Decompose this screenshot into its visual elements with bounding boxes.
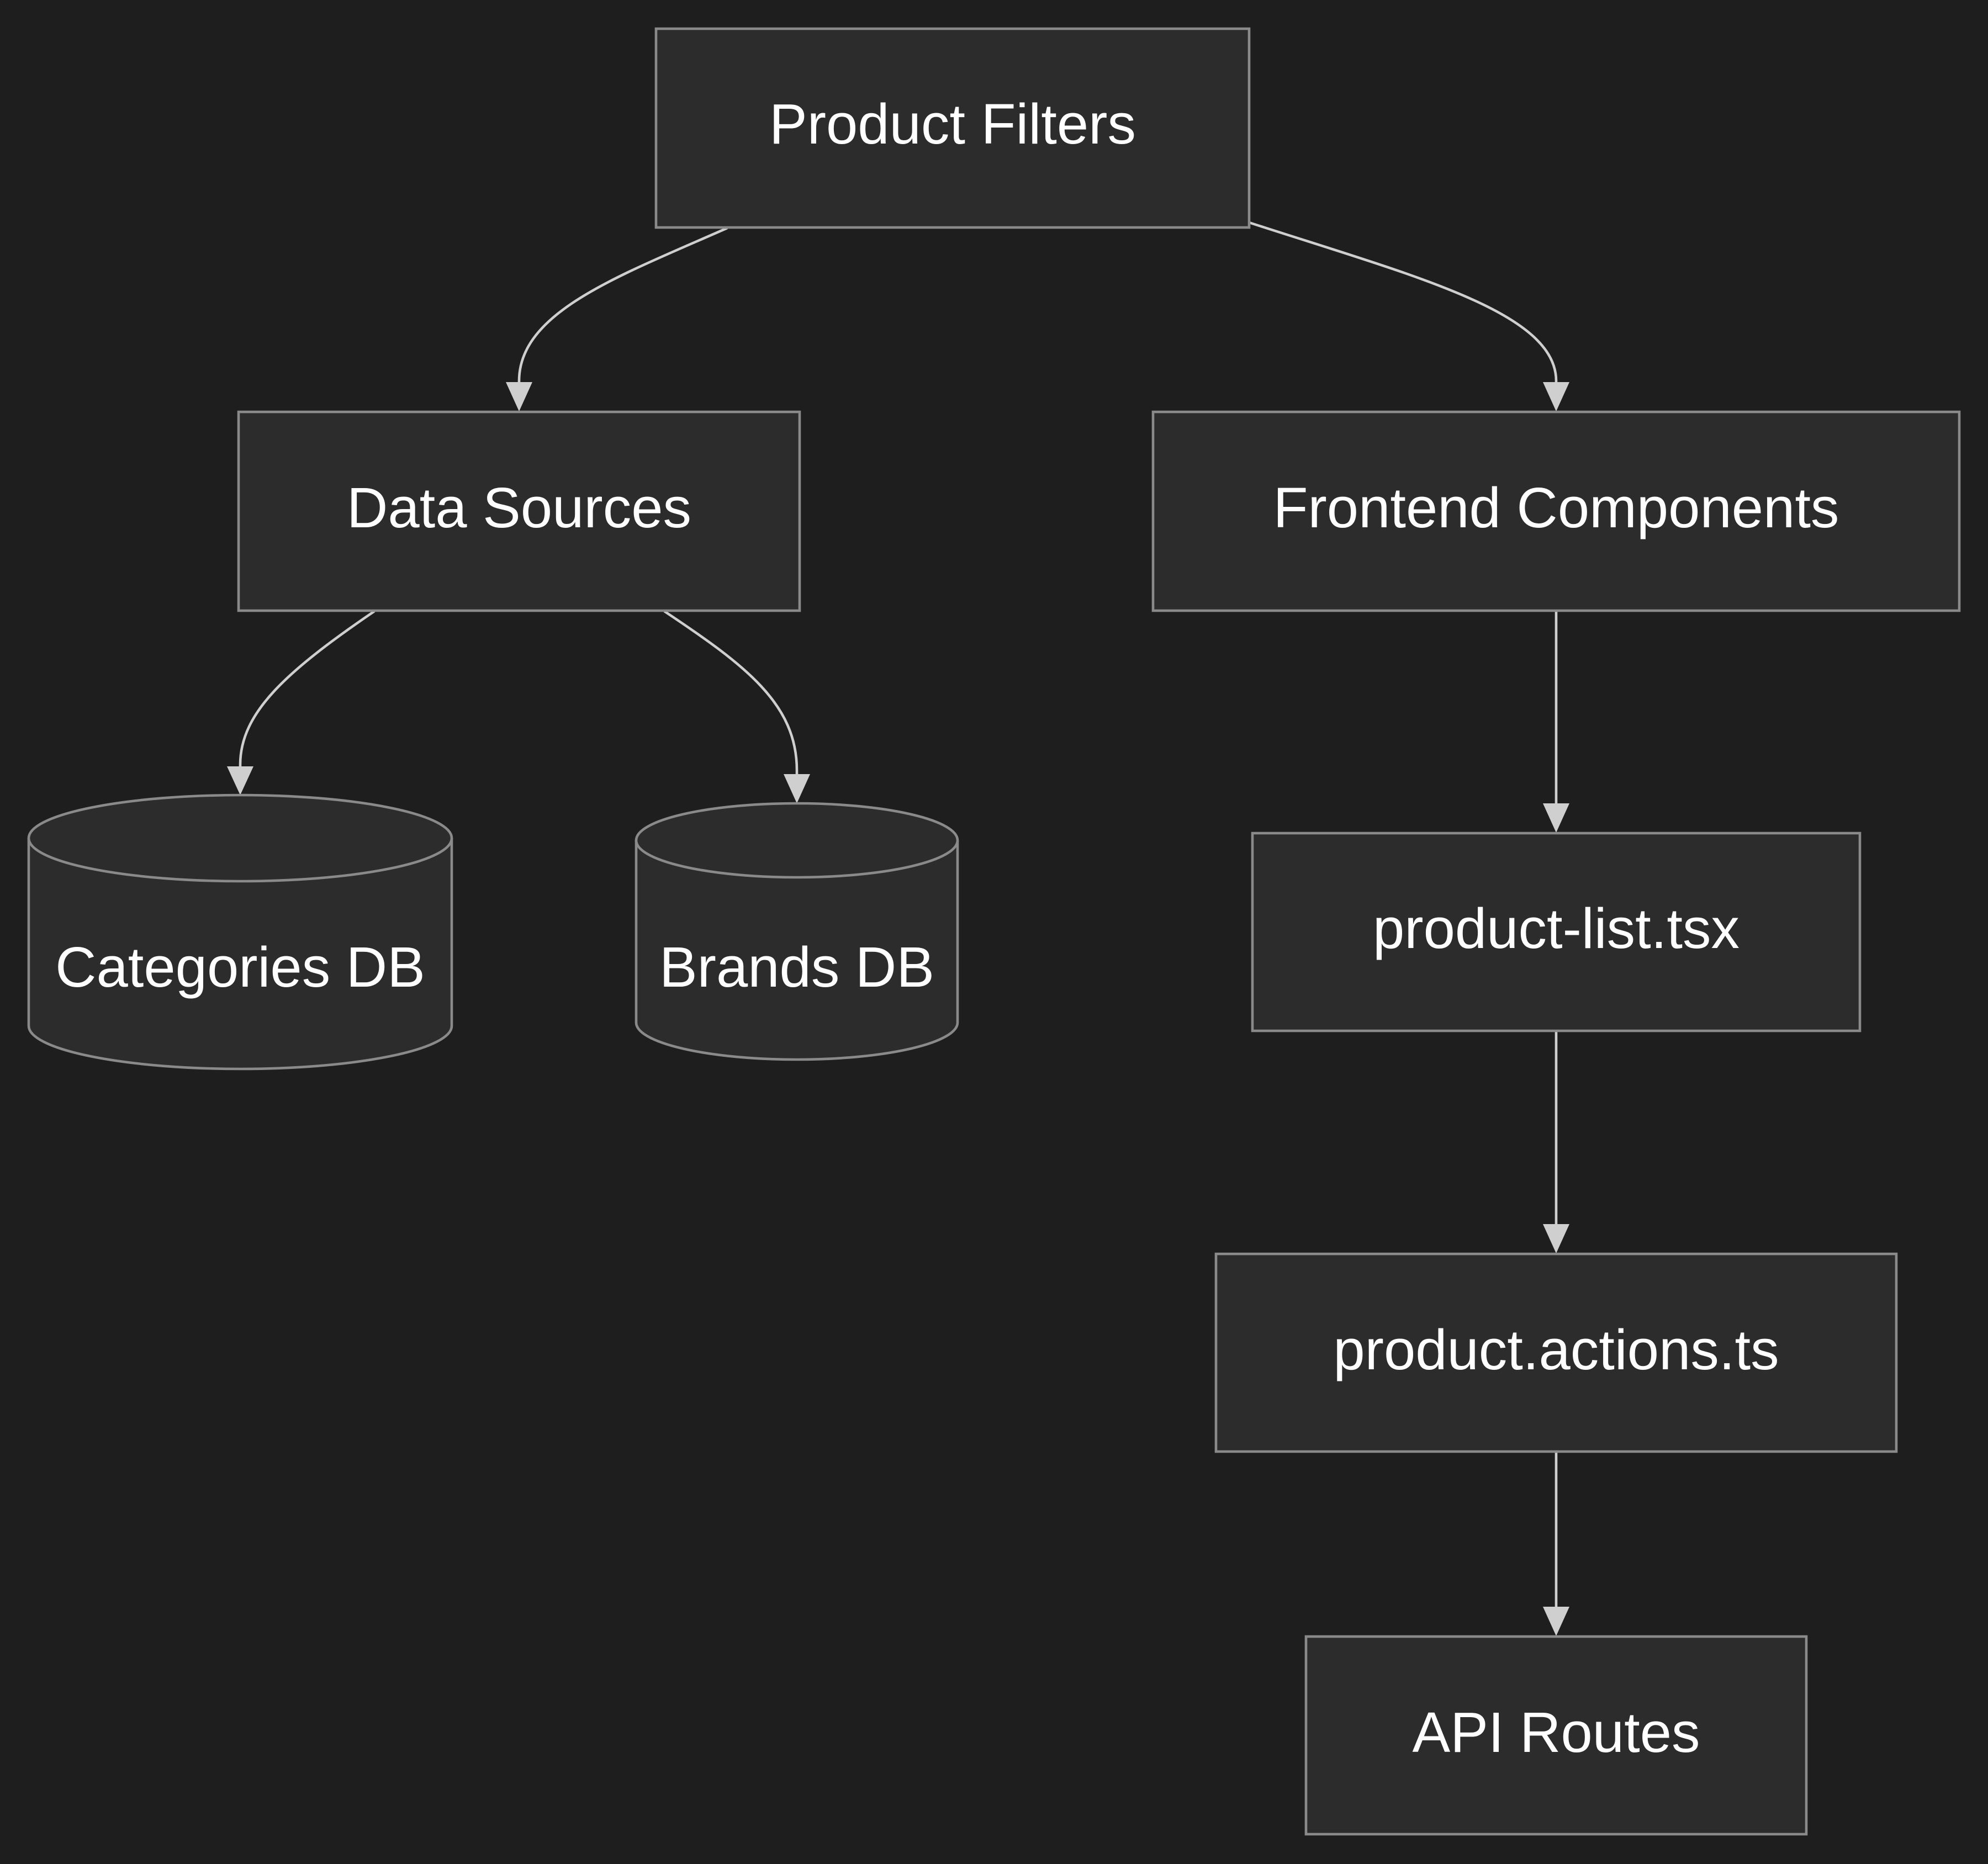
edges [227, 221, 1569, 1636]
node-label-product-filters: Product Filters [769, 92, 1136, 156]
database-cylinder-top [27, 793, 453, 883]
node-box [1304, 1635, 1808, 1836]
database-cylinder-top [635, 802, 959, 879]
arrow-head-product-list [1543, 803, 1569, 833]
node-categories-db[interactable]: Categories DB [27, 793, 453, 1071]
node-api-routes[interactable]: API Routes [1304, 1635, 1808, 1836]
edge-product-filters-to-frontend-components [1249, 221, 1558, 386]
database-cylinder-body [635, 840, 959, 1061]
arrow-head-api-routes [1543, 1607, 1569, 1636]
edge-product-filters-to-data-sources [517, 226, 728, 386]
node-box [1151, 410, 1961, 612]
node-frontend-components[interactable]: Frontend Components [1151, 410, 1961, 612]
node-box [1251, 832, 1862, 1032]
node-label-api-routes: API Routes [1413, 1701, 1700, 1764]
arrow-head-frontend-components [1543, 382, 1569, 411]
node-label-brands-db: Brands DB [659, 935, 934, 999]
node-data-sources[interactable]: Data Sources [237, 410, 801, 612]
node-label-frontend-components: Frontend Components [1273, 476, 1839, 539]
node-product-actions[interactable]: product.actions.ts [1214, 1252, 1898, 1453]
arrow-head-brands-db [784, 774, 810, 803]
arrow-head-product-actions [1543, 1224, 1569, 1253]
node-label-categories-db: Categories DB [55, 935, 425, 999]
edge-data-sources-to-brands-db [663, 610, 799, 776]
node-label-data-sources: Data Sources [347, 476, 691, 539]
node-box [237, 410, 801, 612]
node-box [1214, 1252, 1898, 1453]
node-product-filters[interactable]: Product Filters [654, 27, 1251, 229]
arrow-head-categories-db [227, 766, 253, 795]
node-label-product-actions: product.actions.ts [1333, 1318, 1779, 1381]
node-label-product-list: product-list.tsx [1373, 897, 1739, 960]
edge-data-sources-to-categories-db [239, 610, 376, 770]
node-box [654, 27, 1251, 229]
node-brands-db[interactable]: Brands DB [635, 802, 959, 1061]
database-cylinder-body [27, 838, 453, 1071]
arrow-head-data-sources [506, 382, 532, 411]
node-product-list[interactable]: product-list.tsx [1251, 832, 1862, 1032]
